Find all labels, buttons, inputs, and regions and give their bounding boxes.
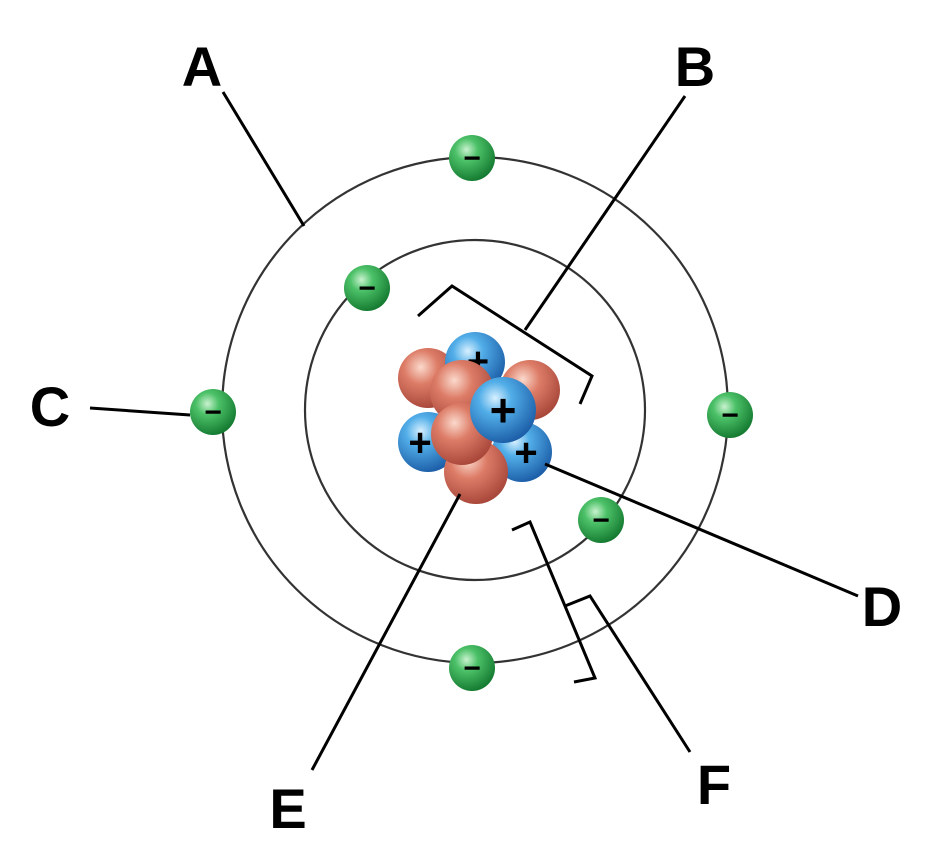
proton-sign: + (490, 384, 517, 436)
proton (470, 377, 536, 443)
nucleus: + + + + (398, 332, 560, 504)
electron-sign: − (592, 504, 610, 537)
proton-sign: + (514, 431, 537, 475)
leader-line-c (89, 406, 191, 417)
electron-inner-upper-left: − (344, 265, 390, 311)
shell-spacing-bracket (511, 520, 598, 684)
electron-sign: − (463, 142, 481, 175)
electron-sign: − (204, 396, 222, 429)
label-b: B (675, 35, 715, 98)
electron-sign: − (463, 652, 481, 685)
nucleus-bracket (417, 284, 594, 405)
electron-top: − (449, 135, 495, 181)
label-f: F (697, 753, 731, 816)
leader-line-e (310, 493, 462, 771)
leader-line-f (564, 594, 692, 753)
inner-electron-shell (303, 238, 647, 582)
electron-bottom: − (449, 645, 495, 691)
label-a: A (182, 35, 222, 98)
label-e: E (269, 777, 306, 840)
electron-left: − (190, 389, 236, 435)
label-d: D (862, 575, 902, 638)
proton-sign: + (408, 421, 431, 465)
electron-right: − (707, 392, 753, 438)
electron-sign: − (358, 272, 376, 305)
label-c: C (30, 375, 70, 438)
electron-sign: − (721, 399, 739, 432)
leader-line-a (221, 91, 306, 227)
leader-line-d (544, 462, 859, 598)
electron-inner-lower-right: − (578, 497, 624, 543)
leader-line-b (523, 95, 687, 331)
